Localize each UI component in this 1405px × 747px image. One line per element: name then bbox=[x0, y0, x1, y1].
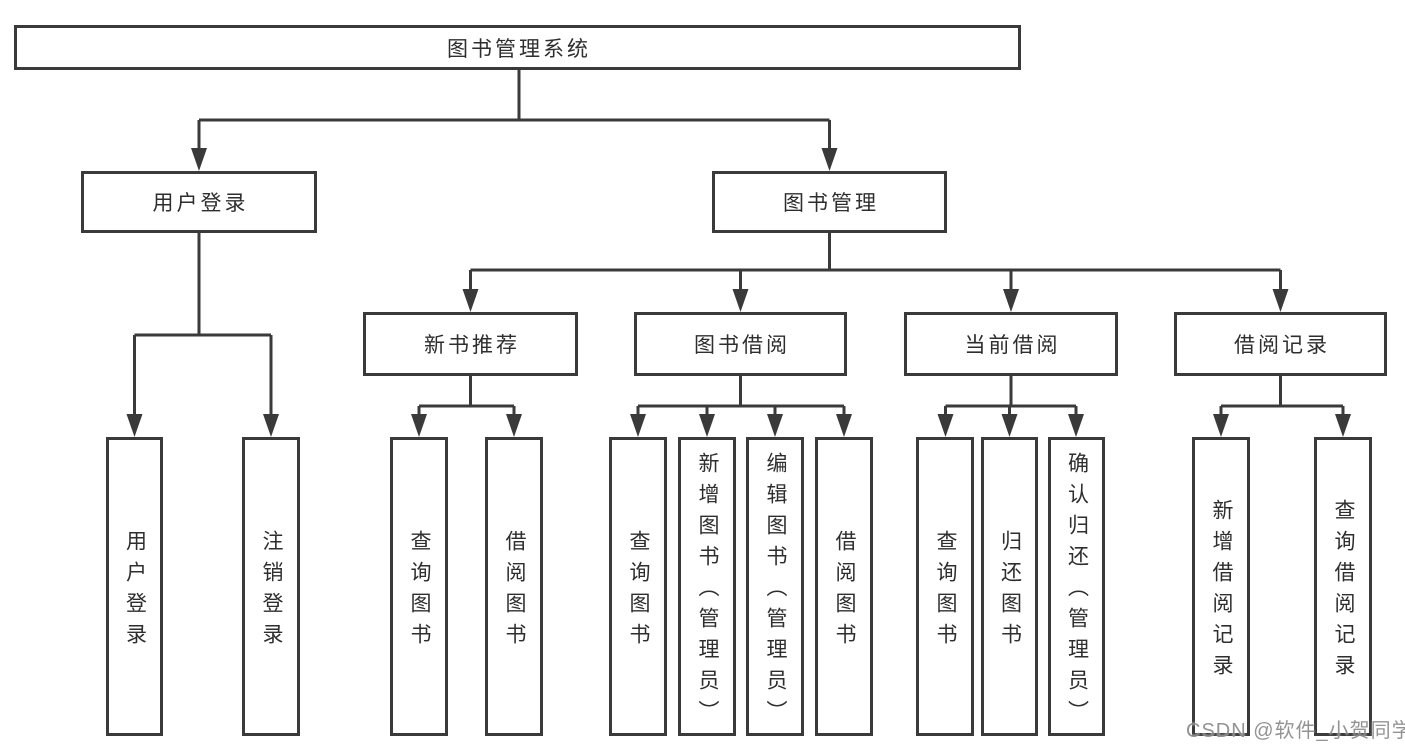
node-book-management: 图书管理 bbox=[712, 171, 947, 233]
leaf-recommend-query-books: 查询图书 bbox=[390, 437, 448, 736]
node-label: 图书管理系统 bbox=[447, 37, 591, 61]
leaf-logout: 注销登录 bbox=[242, 437, 300, 736]
leaf-borrowing-borrow-books: 借阅图书 bbox=[815, 437, 873, 736]
node-user-login: 用户登录 bbox=[81, 171, 317, 233]
node-label: 查询图书 bbox=[934, 529, 957, 654]
node-label: 图书管理 bbox=[783, 192, 879, 215]
leaf-current-return-books: 归还图书 bbox=[981, 437, 1038, 736]
node-label: 查询借阅记录 bbox=[1332, 498, 1355, 685]
node-label: 新书推荐 bbox=[424, 334, 520, 357]
node-book-borrowing: 图书借阅 bbox=[634, 312, 847, 376]
node-label: 新增借阅记录 bbox=[1210, 498, 1233, 685]
node-library-management-system: 图书管理系统 bbox=[14, 25, 1021, 70]
leaf-borrowing-add-books-admin: 新增图书（管理员） bbox=[678, 437, 736, 736]
node-borrowing-records: 借阅记录 bbox=[1174, 312, 1387, 376]
node-label: 借阅图书 bbox=[833, 529, 856, 654]
leaf-borrowing-edit-books-admin: 编辑图书（管理员） bbox=[746, 437, 804, 736]
leaf-borrowing-query-books: 查询图书 bbox=[609, 437, 667, 736]
node-label: 注销登录 bbox=[260, 529, 283, 654]
watermark: CSDN @软件_小贺同学 bbox=[1186, 720, 1405, 742]
node-label: 编辑图书（管理员） bbox=[764, 452, 787, 731]
leaf-user-login: 用户登录 bbox=[106, 437, 163, 736]
node-label: 新增图书（管理员） bbox=[696, 452, 719, 731]
node-label: 查询图书 bbox=[408, 529, 431, 654]
node-label: 用户登录 bbox=[152, 192, 249, 215]
node-label: 查询图书 bbox=[627, 529, 650, 654]
node-label: 借阅图书 bbox=[503, 529, 526, 654]
node-label: 确认归还（管理员） bbox=[1065, 452, 1089, 731]
leaf-current-confirm-return-admin: 确认归还（管理员） bbox=[1048, 437, 1105, 736]
node-label: 图书借阅 bbox=[694, 334, 790, 357]
node-label: 归还图书 bbox=[998, 529, 1022, 654]
node-label: 当前借阅 bbox=[964, 334, 1061, 357]
arrowheads bbox=[126, 148, 1351, 437]
node-new-book-recommendation: 新书推荐 bbox=[363, 312, 578, 376]
node-label: 借阅记录 bbox=[1234, 334, 1330, 357]
leaf-current-query-books: 查询图书 bbox=[916, 437, 974, 736]
leaf-recommend-borrow-books: 借阅图书 bbox=[485, 437, 543, 736]
node-current-borrowing: 当前借阅 bbox=[904, 312, 1118, 376]
leaf-records-add-record: 新增借阅记录 bbox=[1192, 437, 1250, 736]
leaf-records-query-record: 查询借阅记录 bbox=[1314, 437, 1372, 736]
node-label: 用户登录 bbox=[123, 529, 147, 654]
